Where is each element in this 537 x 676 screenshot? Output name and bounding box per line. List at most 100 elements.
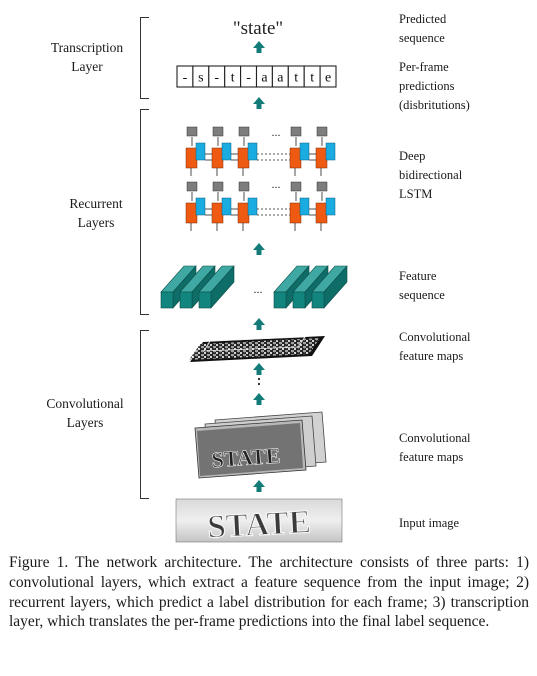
lstm-forward-cell (237, 202, 250, 224)
up-arrow (253, 97, 265, 109)
lstm-output (290, 126, 302, 137)
label-line: (disbritutions) (399, 98, 470, 112)
feature-ellipsis: ... (254, 282, 263, 296)
lstm-output (316, 126, 328, 137)
lstm-backward-cell (325, 197, 336, 216)
lstm-output (186, 181, 198, 192)
deep-lstm-label: Deep bidirectional LSTM (399, 147, 462, 204)
lstm-forward-cell (289, 147, 302, 169)
label-line: Layers (77, 215, 115, 230)
up-arrow (253, 41, 265, 53)
label-line: Per-frame (399, 60, 449, 74)
label-line: Transcription (50, 40, 124, 55)
lstm-backward-cell (221, 142, 232, 161)
conv-feature-maps-bottom-label: Convolutional feature maps (399, 429, 471, 467)
recurrent-bracket (140, 109, 149, 315)
convolutional-bracket (140, 330, 149, 499)
frame-char: - (246, 71, 251, 86)
lstm-output (238, 181, 250, 192)
lstm-forward-cell (315, 202, 328, 224)
frame-char: s (198, 71, 203, 86)
label-line: sequence (399, 288, 445, 302)
feature-column-front (292, 291, 306, 309)
lstm-output (212, 181, 224, 192)
lstm-forward-cell (211, 202, 224, 224)
frame-char: a (261, 71, 268, 86)
label-line: Deep (399, 149, 426, 163)
lstm-grid (185, 126, 336, 231)
lstm-backward-cell (247, 142, 258, 161)
lstm-backward-cell (195, 142, 206, 161)
frame-box (319, 65, 337, 88)
lstm-forward-cell (185, 202, 198, 224)
frame-char: - (183, 71, 188, 86)
label-line: Convolutional (399, 431, 471, 445)
lstm-output (290, 181, 302, 192)
feature-column-front (179, 291, 193, 309)
transcription-layer-label: Transcription Layer (34, 38, 140, 76)
lstm-output (316, 181, 328, 192)
lstm-backward-cell (247, 197, 258, 216)
feature-column-front (160, 291, 174, 309)
lstm-backward-cell (221, 197, 232, 216)
feature-column-front (198, 291, 212, 309)
predicted-sequence-label: Predicted sequence (399, 10, 446, 48)
lstm-backward-cell (299, 197, 310, 216)
input-image: STATE (175, 498, 343, 546)
up-arrow (253, 243, 265, 255)
figure-caption: Figure 1. The network architecture. The … (9, 554, 529, 631)
input-image-word: STATE (207, 504, 312, 545)
convolutional-layers-label: Convolutional Layers (30, 394, 140, 432)
lstm-forward-cell (185, 147, 198, 169)
label-line: Recurrent (69, 196, 123, 211)
lstm-backward-cell (195, 197, 206, 216)
lstm-top-ellipsis: ... (272, 125, 281, 139)
lstm-output (186, 126, 198, 137)
label-line: feature maps (399, 349, 464, 363)
frame-char: e (325, 71, 331, 86)
lstm-output (212, 126, 224, 137)
label-line: Input image (399, 516, 460, 530)
conv-feature-maps-top-label: Convolutional feature maps (399, 328, 471, 366)
frame-char: t (294, 71, 298, 86)
label-line: Convolutional (399, 330, 471, 344)
predicted-text: "state" (233, 18, 283, 39)
up-arrow (253, 480, 265, 492)
input-image-label: Input image (399, 514, 459, 533)
lstm-mid-ellipsis: ... (272, 177, 281, 191)
recurrent-layers-label: Recurrent Layers (52, 194, 140, 232)
label-line: Predicted (399, 12, 447, 26)
frame-char: - (214, 71, 219, 86)
lstm-forward-cell (315, 147, 328, 169)
feature-column-front (311, 291, 325, 309)
feature-sequence-label: Feature sequence (399, 267, 445, 305)
label-line: sequence (399, 31, 445, 45)
frame-char: t (310, 71, 314, 86)
transcription-bracket (140, 17, 149, 99)
lstm-forward-cell (289, 202, 302, 224)
feature-sequence (160, 265, 348, 309)
label-line: Convolutional (46, 396, 124, 411)
up-arrow (253, 393, 265, 405)
conv-feature-maps-top (189, 336, 325, 362)
lstm-forward-cell (211, 147, 224, 169)
up-arrow (253, 363, 265, 375)
label-line: Layers (66, 415, 104, 430)
per-frame-predictions-label: Per-frame predictions (disbritutions) (399, 58, 470, 115)
label-line: feature maps (399, 450, 464, 464)
frame-char: a (277, 71, 284, 86)
lstm-backward-cell (325, 142, 336, 161)
label-line: bidirectional (399, 168, 463, 182)
label-line: LSTM (399, 187, 433, 201)
label-line: Layer (71, 59, 103, 74)
conv-feature-maps-bottom: STATE (194, 411, 327, 479)
feature-map-word: STATE (211, 443, 281, 473)
lstm-output (238, 126, 250, 137)
feature-column-front (273, 291, 287, 309)
up-arrow (253, 318, 265, 330)
lstm-backward-cell (299, 142, 310, 161)
frame-char: t (231, 71, 235, 86)
label-line: Feature (399, 269, 437, 283)
